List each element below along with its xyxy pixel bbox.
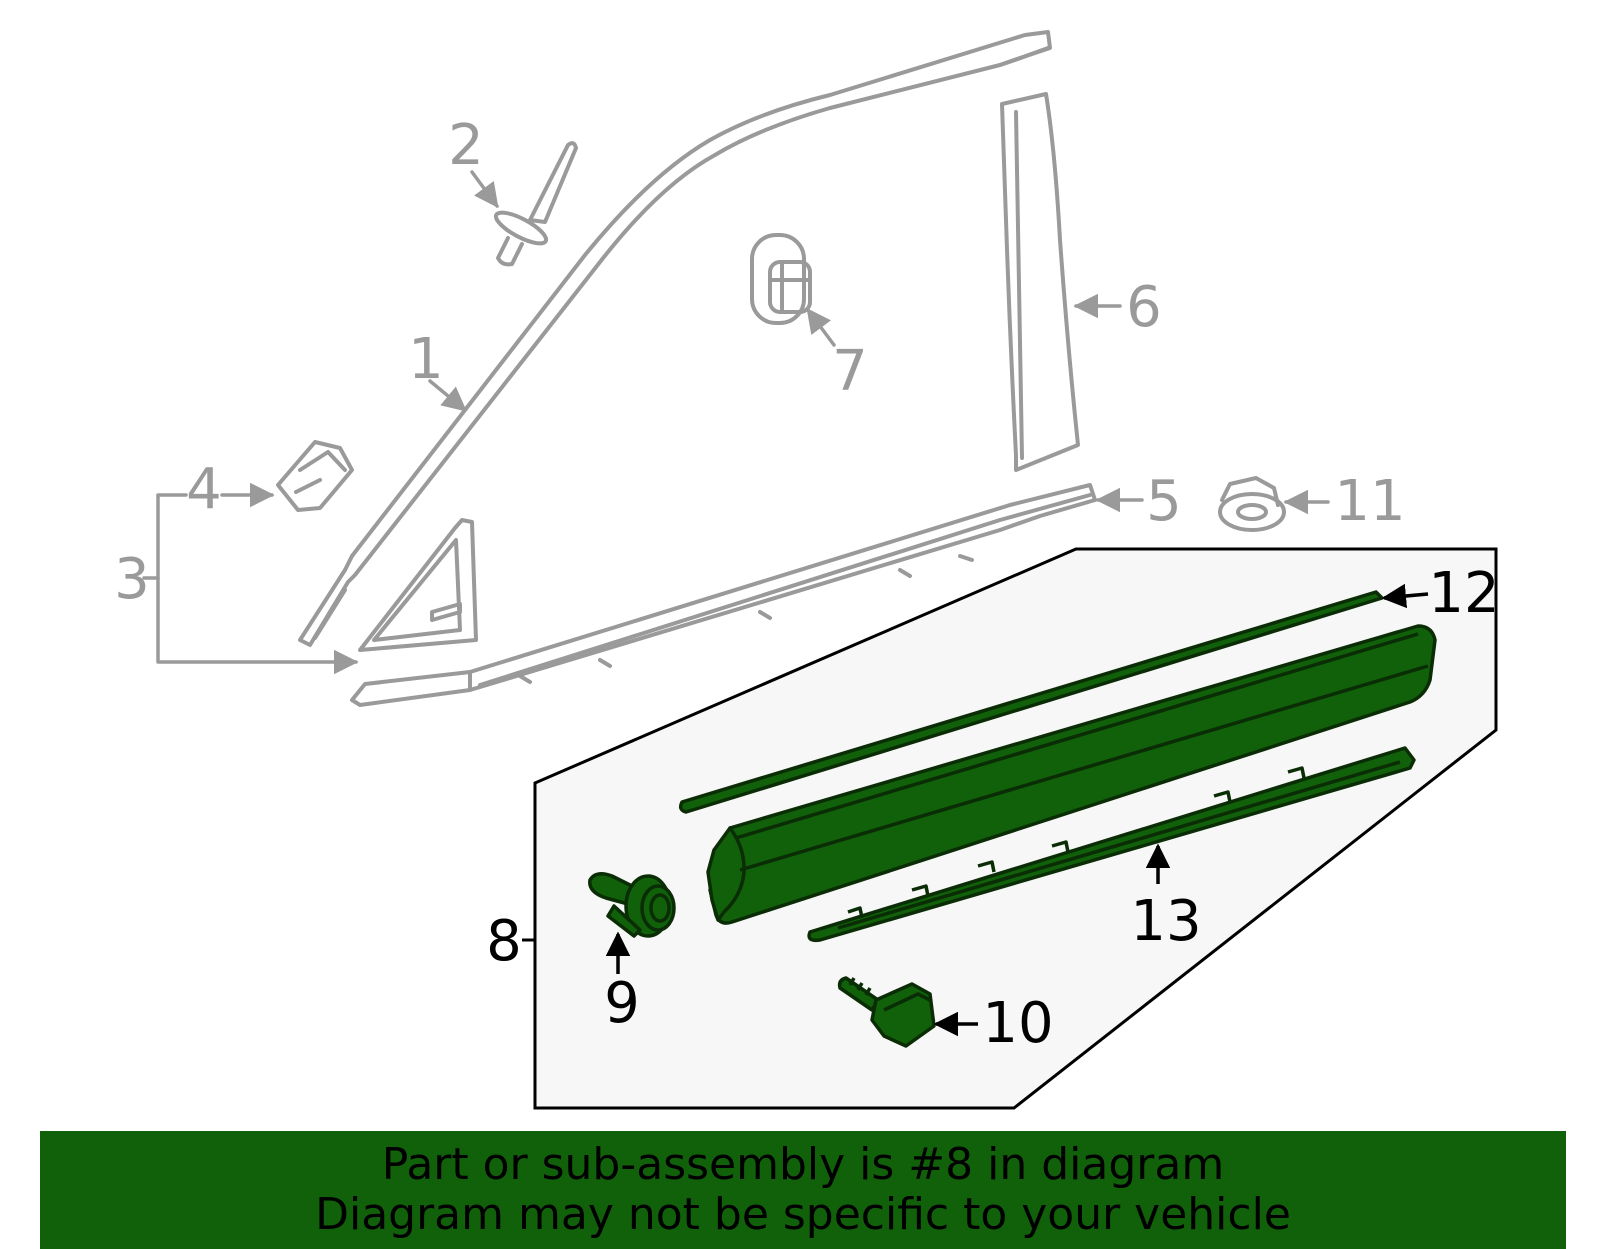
highlighted-parts: [588, 590, 1437, 1048]
banner-line-disclaimer: Diagram may not be specific to your vehi…: [315, 1189, 1291, 1240]
callout-8: 8: [486, 909, 522, 974]
banner-line-part-number: Part or sub-assembly is #8 in diagram: [381, 1139, 1225, 1190]
belt-molding-part-5: [350, 483, 1097, 707]
highlight-leaders: [605, 583, 1429, 1037]
callout-9: 9: [604, 971, 640, 1036]
callout-labels: 1 2 3 4 5 6 7 8 9 10 11 12 13: [114, 113, 1499, 1056]
callout-2: 2: [448, 113, 484, 178]
weatherstrip-part-12: [678, 590, 1384, 814]
callout-13: 13: [1130, 889, 1201, 954]
nut-part-11: [1218, 476, 1286, 532]
fastener-part-10: [837, 976, 936, 1048]
callout-3: 3: [114, 547, 150, 612]
callout-10: 10: [982, 991, 1053, 1056]
callout-7: 7: [832, 339, 868, 404]
context-parts: [142, 30, 1330, 707]
callout-6: 6: [1126, 275, 1162, 340]
callout-5: 5: [1146, 469, 1182, 534]
pillar-applique-part-6: [1000, 92, 1080, 472]
info-banner: Part or sub-assembly is #8 in diagram Di…: [40, 1131, 1566, 1249]
callout-11: 11: [1334, 469, 1405, 534]
clip-part-7: [750, 233, 812, 325]
door-molding-part-8: [706, 624, 1437, 925]
push-pin-clip-part-2: [493, 141, 578, 267]
callout-1: 1: [408, 327, 444, 392]
clip-part-9: [588, 872, 676, 938]
callout-4: 4: [186, 457, 222, 522]
retainer-part-4: [276, 440, 354, 512]
mirror-molding-part-3: [358, 518, 478, 652]
retainer-strip-part-13: [807, 746, 1416, 943]
callout-12: 12: [1428, 561, 1499, 626]
